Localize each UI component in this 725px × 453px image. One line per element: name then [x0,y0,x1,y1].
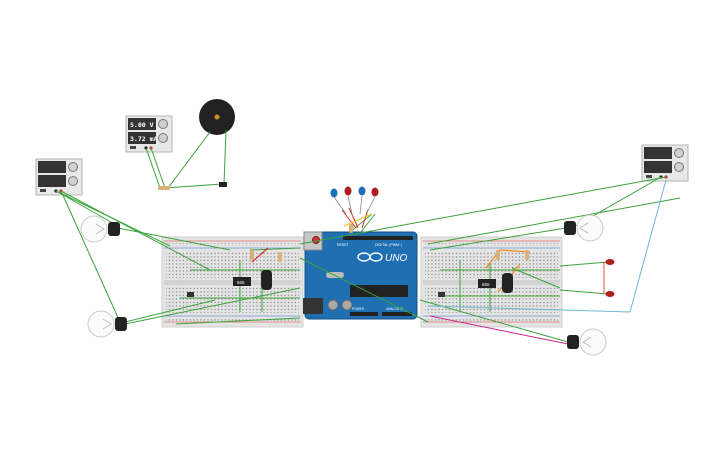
red-led[interactable] [605,291,615,297]
reset-button[interactable] [312,236,320,244]
resistor[interactable] [525,250,529,260]
power-supply-left[interactable] [35,158,83,196]
power-label: POWER [352,307,365,311]
svg-text:555: 555 [237,280,245,285]
arduino-uno-board[interactable]: UNO DIGITAL (PWM~) RESET POWER ANALOG IN [303,231,418,320]
red-led[interactable] [371,187,379,197]
wire-red[interactable] [251,247,269,263]
current-knob[interactable] [68,176,78,186]
push-button[interactable] [219,182,227,187]
resistor[interactable] [250,250,254,260]
timer-chip-left[interactable]: 555 [233,277,251,286]
digital-header [343,236,413,240]
led-group-top[interactable] [330,186,379,215]
voltage-knob[interactable] [674,148,684,158]
light-bulb-right-bottom[interactable] [567,328,607,356]
analog-header [382,312,412,316]
capacitor-electrolytic[interactable] [502,273,513,293]
voltage-display: 5.00 V [130,121,154,129]
slide-switch[interactable] [187,292,194,297]
light-bulb-left-bottom[interactable] [87,310,127,338]
board-model-label: UNO [385,253,407,264]
capacitor-icon [341,299,353,311]
current-display: 3.72 mA [130,135,157,143]
wire-red[interactable] [341,207,369,229]
power-supply-top[interactable]: 5.00 V 3.72 mA [125,115,173,153]
atmega-chip [350,285,408,297]
wire-magenta[interactable] [429,315,569,345]
light-bulb-right-top[interactable] [564,214,604,242]
resistor[interactable] [278,252,282,262]
slide-switch[interactable] [438,292,445,297]
capacitor-electrolytic[interactable] [261,270,272,290]
current-knob[interactable] [158,133,168,143]
voltage-knob[interactable] [158,119,168,129]
analog-label: ANALOG IN [386,307,404,311]
resistor[interactable] [349,224,353,233]
blue-led[interactable] [358,186,366,196]
light-bulb-left-top[interactable] [80,215,120,243]
power-header [350,312,378,316]
arduino-logo-icon [357,252,383,262]
resistor[interactable] [158,186,170,190]
piezo-buzzer[interactable] [199,99,235,135]
capacitor-icon [327,299,339,311]
red-led[interactable] [605,259,615,265]
svg-text:555: 555 [482,282,490,287]
voltage-knob[interactable] [68,162,78,172]
power-jack [303,298,323,314]
power-supply-right[interactable] [641,144,689,182]
wire-blue[interactable] [427,179,667,313]
breadboard-left[interactable] [161,236,304,328]
wire-yellow[interactable] [343,213,373,227]
digital-label: DIGITAL (PWM~) [375,243,402,247]
current-knob[interactable] [674,162,684,172]
reset-label: RESET [337,243,350,247]
blue-led[interactable] [330,188,338,198]
timer-chip-right[interactable]: 555 [478,279,496,288]
red-led[interactable] [344,186,352,196]
wires-green[interactable] [55,129,681,343]
wire-orange[interactable] [485,249,531,269]
resistor[interactable] [496,250,500,260]
